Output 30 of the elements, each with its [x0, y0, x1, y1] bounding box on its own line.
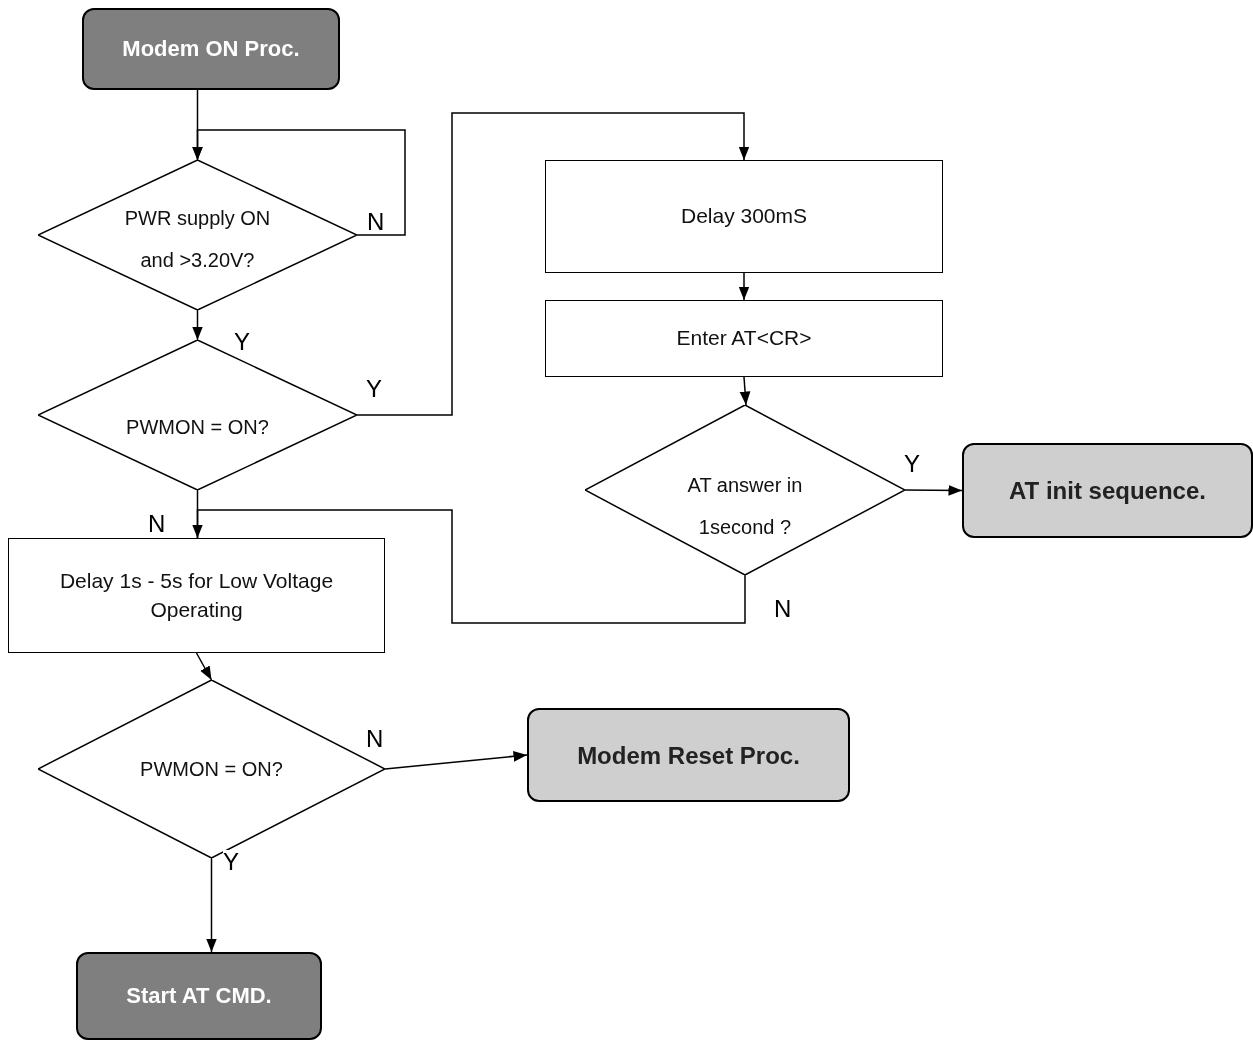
- arrow: [904, 485, 963, 496]
- node-label: Enter AT<CR>: [675, 325, 813, 352]
- arrow: [739, 376, 751, 406]
- terminal-box: [527, 708, 850, 802]
- node-label: Delay 300mS: [679, 203, 809, 230]
- node-label: Delay 1s - 5s for Low Voltage Operating: [58, 567, 335, 623]
- node-label: PWMON = ON?: [125, 415, 270, 440]
- arrow: [738, 272, 750, 301]
- decision-diamond: [38, 160, 357, 310]
- node-label: PWR supply ON and >3.20V?: [123, 206, 272, 273]
- terminal-box: [82, 8, 340, 90]
- terminal-box: [962, 443, 1253, 538]
- process-box: [545, 160, 943, 273]
- arrow: [356, 112, 750, 416]
- node-label: Modem Reset Proc.: [576, 740, 801, 771]
- process-box: [545, 300, 943, 377]
- node-label: AT init sequence.: [1008, 476, 1207, 506]
- arrow: [384, 750, 528, 770]
- arrow: [206, 857, 217, 953]
- process-box: [8, 538, 385, 653]
- arrow: [192, 309, 203, 341]
- arrow: [192, 509, 746, 624]
- terminal-box: [76, 952, 322, 1040]
- node-label: Start AT CMD.: [125, 981, 273, 1010]
- decision-diamond: [585, 405, 905, 575]
- node-label: AT answer in 1second ?: [686, 473, 804, 540]
- node-label: PWMON = ON?: [139, 757, 284, 782]
- node-label: Modem ON Proc.: [121, 34, 301, 63]
- arrow: [192, 129, 406, 236]
- arrow: [195, 652, 213, 681]
